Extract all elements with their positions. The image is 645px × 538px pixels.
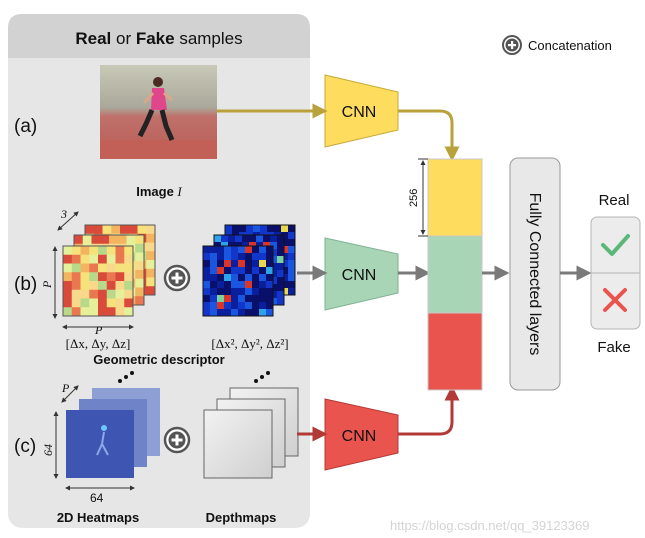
dim-3-label: 3 (60, 207, 67, 221)
geometric-caption: Geometric descriptor (93, 352, 225, 367)
arrow-cnn-a-to-vector (398, 109, 460, 162)
fc-label: Fully Connected layers (526, 193, 543, 356)
dim-256-label: 256 (408, 189, 420, 207)
legend-label: Concatenation (528, 38, 612, 53)
output-box (590, 216, 641, 330)
cnn-block-a: CNN (324, 74, 399, 148)
geometric-heatmap-stack: 3 P P (40, 207, 156, 337)
concat-plus-icon-c (163, 426, 191, 454)
feature-segment-green (427, 235, 483, 314)
concatenated-feature-vector: 256 (408, 158, 483, 391)
depthmaps-caption: Depthmaps (206, 510, 277, 525)
image-caption: Image I (136, 184, 182, 199)
heatmaps-stack: P 64 64 (41, 371, 160, 505)
dim-64-bottom-label: 64 (90, 491, 104, 505)
depthmaps-stack (203, 371, 299, 479)
feature-segment-red (427, 312, 483, 391)
plus-circle-icon (502, 35, 522, 55)
dim-p-c-arrow (61, 385, 79, 403)
panel-title: Real or Fake samples (75, 29, 242, 48)
dim-64-side-label: 64 (41, 444, 55, 456)
cnn-c-label: CNN (342, 428, 377, 445)
cross-icon (603, 288, 627, 312)
checkmark-icon (601, 234, 630, 256)
left-formula: [Δx, Δy, Δz] (66, 336, 131, 351)
feature-segment-yellow (427, 158, 483, 237)
heatmaps-caption: 2D Heatmaps (57, 510, 139, 525)
row-a-label: (a) (14, 116, 37, 137)
arrow-cnn-c-to-vector (398, 385, 460, 436)
right-formula: [Δx², Δy², Δz²] (211, 336, 288, 351)
cnn-block-b: CNN (324, 237, 399, 311)
dim-p-c-label: P (61, 381, 70, 395)
fake-label: Fake (597, 339, 630, 356)
squared-descriptor-stack (202, 224, 296, 317)
cnn-a-label: CNN (342, 104, 377, 121)
watermark: https://blog.csdn.net/qq_39123369 (390, 518, 590, 533)
concat-plus-icon-b (163, 264, 191, 292)
dim-3-arrow (57, 211, 79, 231)
runner-image (100, 65, 217, 159)
row-c-label: (c) (14, 436, 36, 457)
dim-p-bottom-label: P (94, 323, 103, 337)
row-b-label: (b) (14, 274, 37, 295)
legend: Concatenation (502, 35, 612, 55)
fully-connected-block: Fully Connected layers (509, 157, 561, 391)
real-label: Real (599, 192, 630, 209)
cnn-b-label: CNN (342, 267, 377, 284)
cnn-block-c: CNN (324, 398, 399, 471)
dim-p-side-label: P (40, 280, 54, 289)
